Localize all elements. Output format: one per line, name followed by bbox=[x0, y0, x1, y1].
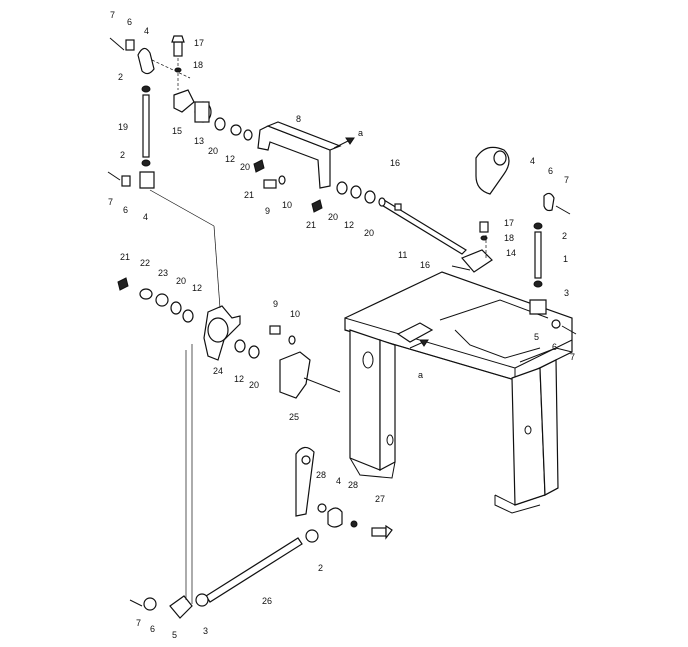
callout-10: 10 bbox=[282, 200, 292, 210]
callout-12: 12 bbox=[192, 283, 202, 293]
callout-20: 20 bbox=[240, 162, 250, 172]
callout-2: 2 bbox=[562, 231, 567, 241]
callout-9: 9 bbox=[265, 206, 270, 216]
callout-26: 26 bbox=[262, 596, 272, 606]
callout-7: 7 bbox=[570, 352, 575, 362]
callout-7: 7 bbox=[564, 175, 569, 185]
callout-7: 7 bbox=[136, 618, 141, 628]
callout-24: 24 bbox=[213, 366, 223, 376]
callout-20: 20 bbox=[328, 212, 338, 222]
callout-20: 20 bbox=[176, 276, 186, 286]
arrow-label-a: a bbox=[418, 370, 423, 380]
callout-6: 6 bbox=[123, 205, 128, 215]
callout-2: 2 bbox=[118, 72, 123, 82]
lower-assembly bbox=[129, 344, 393, 619]
callout-7: 7 bbox=[110, 10, 115, 20]
callout-labels: 7641718215191320122082219107642120122016… bbox=[108, 10, 575, 640]
callout-15: 15 bbox=[172, 126, 182, 136]
callout-6: 6 bbox=[150, 624, 155, 634]
frame-assembly bbox=[344, 271, 573, 514]
callout-20: 20 bbox=[249, 380, 259, 390]
callout-11: 11 bbox=[398, 250, 407, 260]
callout-2: 2 bbox=[318, 563, 323, 573]
callout-12: 12 bbox=[225, 154, 235, 164]
callout-25: 25 bbox=[289, 412, 299, 422]
right-linkage bbox=[451, 146, 577, 335]
callout-21: 21 bbox=[120, 252, 130, 262]
shaft-assembly bbox=[336, 181, 467, 255]
callout-19: 19 bbox=[118, 122, 128, 132]
callout-28: 28 bbox=[316, 470, 326, 480]
callout-16: 16 bbox=[420, 260, 430, 270]
callout-13: 13 bbox=[194, 136, 204, 146]
callout-9: 9 bbox=[273, 299, 278, 309]
middle-assembly bbox=[117, 189, 341, 399]
callout-17: 17 bbox=[194, 38, 204, 48]
callout-4: 4 bbox=[144, 26, 149, 36]
reference-arrows bbox=[409, 339, 429, 349]
callout-8: 8 bbox=[296, 114, 301, 124]
callout-21: 21 bbox=[306, 220, 316, 230]
callout-20: 20 bbox=[364, 228, 374, 238]
callout-18: 18 bbox=[193, 60, 203, 70]
callout-18: 18 bbox=[504, 233, 514, 243]
callout-6: 6 bbox=[552, 342, 557, 352]
callout-3: 3 bbox=[203, 626, 208, 636]
callout-23: 23 bbox=[158, 268, 168, 278]
callout-28: 28 bbox=[348, 480, 358, 490]
callout-20: 20 bbox=[208, 146, 218, 156]
callout-5: 5 bbox=[534, 332, 539, 342]
callout-14: 14 bbox=[506, 248, 516, 258]
callout-4: 4 bbox=[530, 156, 535, 166]
callout-17: 17 bbox=[504, 218, 514, 228]
callout-16: 16 bbox=[390, 158, 400, 168]
upper-left-linkage bbox=[107, 35, 195, 189]
callout-4: 4 bbox=[143, 212, 148, 222]
callout-6: 6 bbox=[127, 17, 132, 27]
callout-5: 5 bbox=[172, 630, 177, 640]
callout-2: 2 bbox=[120, 150, 125, 160]
callout-22: 22 bbox=[140, 258, 150, 268]
callout-7: 7 bbox=[108, 197, 113, 207]
arrow-label-a: a bbox=[358, 128, 363, 138]
callout-27: 27 bbox=[375, 494, 385, 504]
callout-1: 1 bbox=[563, 254, 568, 264]
callout-3: 3 bbox=[564, 288, 569, 298]
callout-12: 12 bbox=[234, 374, 244, 384]
callout-6: 6 bbox=[548, 166, 553, 176]
callout-10: 10 bbox=[290, 309, 300, 319]
callout-21: 21 bbox=[244, 190, 254, 200]
callout-12: 12 bbox=[344, 220, 354, 230]
upper-bracket-assembly bbox=[194, 101, 355, 213]
callout-4: 4 bbox=[336, 476, 341, 486]
